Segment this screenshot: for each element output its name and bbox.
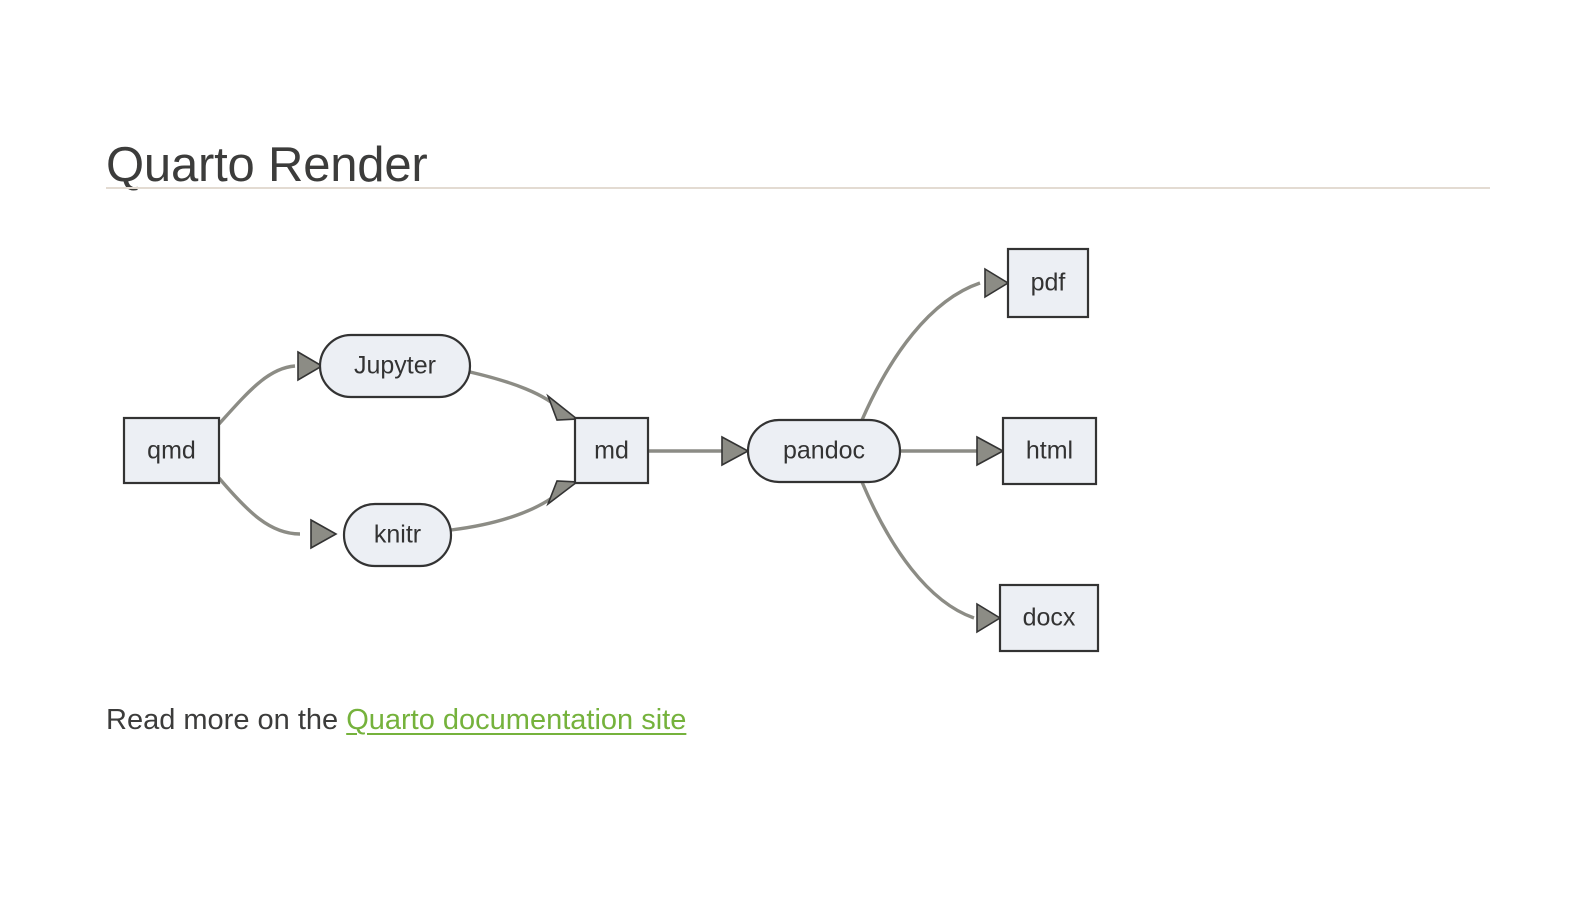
node-pdf[interactable]: pdf <box>1006 247 1090 319</box>
edge-knitr-md <box>450 488 564 532</box>
node-html[interactable]: html <box>1001 416 1098 486</box>
edge-qmd-jupyter <box>217 364 296 426</box>
node-qmd-label: qmd <box>147 437 196 465</box>
edge-pandoc-docx <box>860 481 975 620</box>
arrowhead-pandoc-html <box>976 435 1005 467</box>
node-knitr-label: knitr <box>374 521 421 549</box>
node-layer: qmd Jupyter knitr md <box>122 247 1100 653</box>
node-html-label: html <box>1026 437 1073 465</box>
edge-layer <box>217 267 1010 634</box>
edge-pandoc-pdf <box>860 281 981 421</box>
node-pandoc[interactable]: pandoc <box>746 418 902 484</box>
node-pandoc-label: pandoc <box>783 437 865 465</box>
node-qmd[interactable]: qmd <box>122 416 221 485</box>
node-docx-label: docx <box>1023 604 1076 632</box>
arrowhead-jupyter-md <box>546 393 580 421</box>
quarto-documentation-link[interactable]: Quarto documentation site <box>346 704 687 736</box>
arrowhead-qmd-knitr <box>310 518 338 550</box>
node-docx[interactable]: docx <box>998 583 1100 653</box>
node-md-label: md <box>594 437 629 465</box>
arrowhead-pandoc-docx <box>976 602 1002 634</box>
edge-qmd-knitr <box>217 476 301 536</box>
title-divider <box>106 187 1490 189</box>
read-more-lead-text: Read more on the <box>106 704 347 736</box>
read-more-paragraph: Read more on the Quarto documentation si… <box>106 701 686 740</box>
node-md[interactable]: md <box>573 416 650 485</box>
page-title: Quarto Render <box>106 137 428 192</box>
arrowhead-qmd-jupyter <box>297 350 324 382</box>
node-knitr[interactable]: knitr <box>342 502 453 568</box>
arrowhead-md-pandoc <box>721 435 750 467</box>
arrowhead-pandoc-pdf <box>984 267 1010 299</box>
edge-jupyter-md <box>469 370 564 413</box>
node-jupyter[interactable]: Jupyter <box>318 333 472 399</box>
arrowhead-knitr-md <box>546 480 580 507</box>
node-jupyter-label: Jupyter <box>354 352 436 380</box>
node-pdf-label: pdf <box>1031 269 1066 297</box>
